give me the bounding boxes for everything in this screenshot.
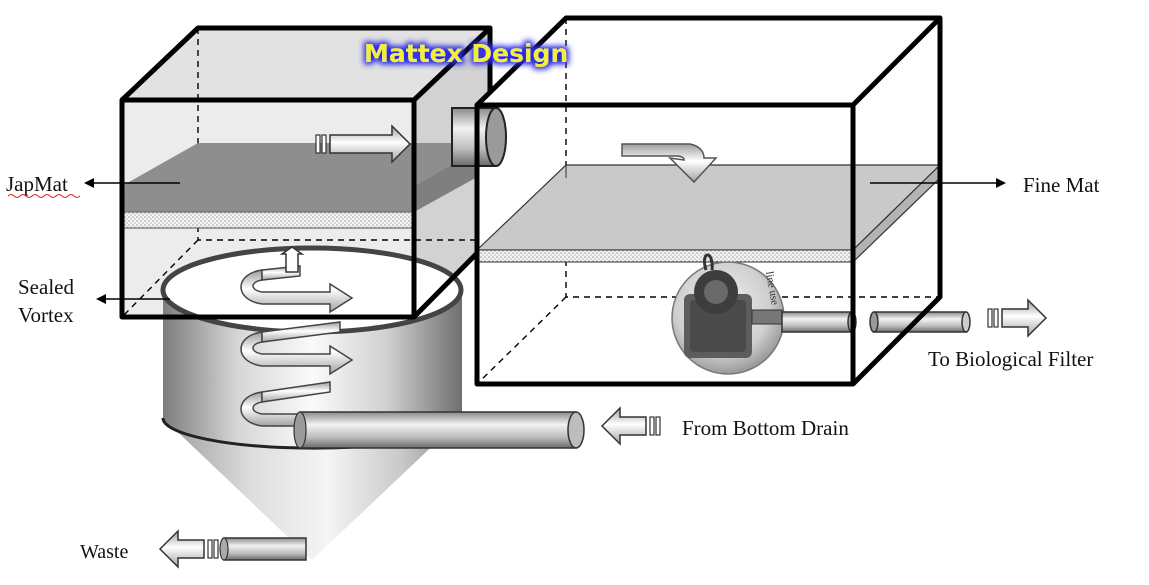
left-chamber-top <box>122 28 490 100</box>
pump: line use <box>671 253 785 375</box>
pump-label: line use <box>763 270 781 306</box>
vortex-cone <box>163 418 462 560</box>
brand-title: Mattex Design <box>364 39 568 68</box>
label-fine-mat: Fine Mat <box>1023 173 1100 197</box>
label-sealed: Sealed <box>18 275 74 299</box>
label-japmat: JapMat <box>6 172 68 196</box>
right-chamber-top <box>477 18 940 105</box>
flow-down-arrow <box>621 143 718 184</box>
label-waste: Waste <box>80 541 128 563</box>
vortex-cylinder <box>163 290 462 449</box>
waste-arrow <box>158 529 219 569</box>
label-from-bottom-drain: From Bottom Drain <box>682 416 849 440</box>
right-chamber-edges <box>474 15 943 387</box>
transfer-pipe <box>451 107 507 167</box>
waste-pipe <box>219 537 307 561</box>
drain-inflow-arrow <box>600 406 661 446</box>
vortex-chamber <box>160 245 464 560</box>
japmat-fine-layer <box>122 212 414 228</box>
spellcheck-underline <box>7 194 81 198</box>
outlet-pipe <box>781 311 971 333</box>
outflow-arrow <box>987 298 1048 338</box>
inlet-pipe <box>293 411 585 449</box>
leader-lines <box>84 178 1006 304</box>
label-vortex: Vortex <box>18 303 74 327</box>
inflow-arrow <box>315 124 412 164</box>
label-to-biological-filter: To Biological Filter <box>928 347 1093 371</box>
